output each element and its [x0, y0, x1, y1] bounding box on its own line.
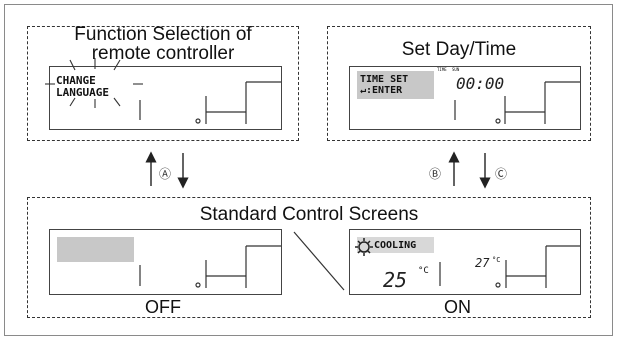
time-set-highlight: [357, 71, 434, 99]
function-selection-lcd: [49, 66, 282, 130]
time-small-label: TIME: [437, 67, 447, 72]
day-small-label: SUN: [452, 67, 460, 72]
enter-text: ↵:ENTER: [360, 85, 403, 96]
arrow-mark-a: Ⓐ: [159, 167, 172, 181]
arrow-mark-c: Ⓒ: [495, 167, 508, 181]
language-text: LANGUAGE: [56, 86, 109, 99]
off-label: OFF: [145, 297, 181, 317]
standard-control-title: Standard Control Screens: [199, 204, 419, 225]
off-screen-highlight: [57, 237, 134, 262]
set-day-time-title: Set Day/Time: [401, 39, 517, 60]
function-lcd-segments: [139, 81, 281, 124]
outer-frame: [4, 4, 613, 336]
set-day-time-panel: [327, 26, 591, 141]
change-text: CHANGE: [56, 74, 96, 87]
room-temperature-unit: °C: [492, 256, 501, 264]
set-temperature: 25: [383, 268, 408, 292]
time-lcd-segments: [454, 81, 580, 124]
set-temperature-unit: °C: [418, 266, 429, 276]
function-selection-panel: [27, 26, 299, 141]
time-set-text: TIME SET: [360, 74, 409, 85]
function-selection-title-line1: Function Selection of: [74, 24, 252, 45]
cooling-snowflake-icon: [355, 238, 373, 256]
off-lcd-segments: [139, 245, 281, 288]
function-selection-title-line2: remote controller: [91, 43, 235, 64]
on-label: ON: [444, 297, 471, 317]
arrow-mark-b: Ⓑ: [429, 167, 442, 181]
off-on-separator: [293, 231, 345, 291]
on-lcd-segments: [439, 245, 580, 288]
cooling-text: COOLING: [374, 240, 417, 251]
on-screen-highlight: [357, 237, 434, 253]
transition-arrows: [145, 151, 491, 189]
standard-control-panel: [27, 197, 591, 318]
blink-rays: [45, 58, 143, 108]
clock-display: 00:00: [456, 74, 505, 93]
room-temperature: 27: [475, 256, 490, 270]
